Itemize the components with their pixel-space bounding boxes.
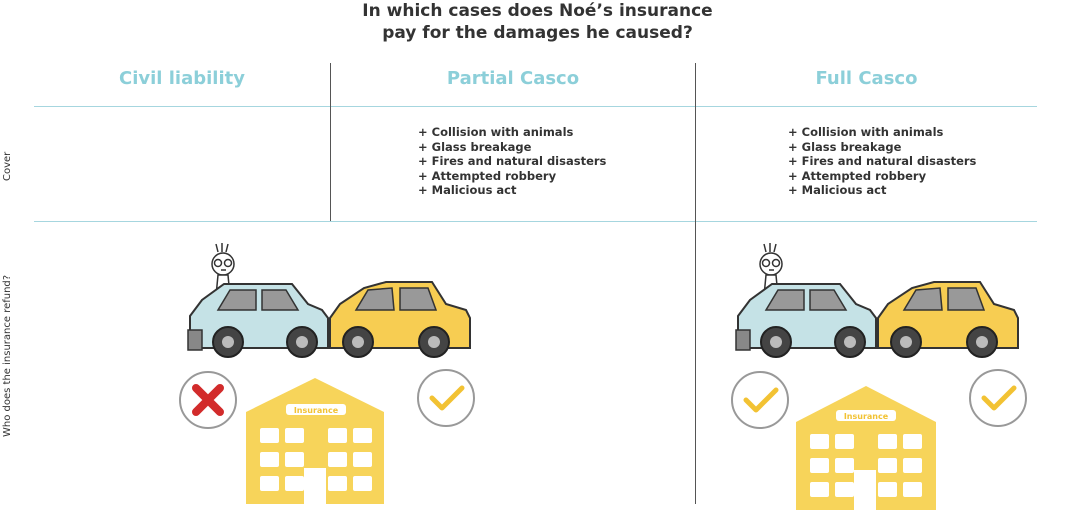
car-icon xyxy=(329,281,471,358)
list-item: + Malicious act xyxy=(418,183,517,198)
check-icon xyxy=(731,371,789,429)
building-icon xyxy=(246,378,384,504)
list-item: + Glass breakage xyxy=(788,139,902,154)
list-item: + Fires and natural disasters xyxy=(788,154,977,169)
cross-icon xyxy=(179,371,237,429)
list-item: + Malicious act xyxy=(788,183,887,198)
list-item: + Glass breakage xyxy=(418,139,532,154)
car-icon xyxy=(187,283,329,358)
check-icon xyxy=(417,369,475,427)
header-partial-casco: Partial Casco xyxy=(446,68,580,89)
check-icon xyxy=(969,369,1027,427)
building-label: Insurance xyxy=(294,406,339,415)
row-label-refund: Who does the insurance refund? xyxy=(2,274,13,437)
row-label-cover: Cover xyxy=(2,151,13,181)
list-item: + Attempted robbery xyxy=(418,168,557,183)
car-icon xyxy=(877,281,1019,358)
car-icon xyxy=(735,283,877,358)
page-title: In which cases does Noé’s insurance pay … xyxy=(0,0,1075,44)
building-label: Insurance xyxy=(844,412,889,421)
header-civil-liability: Civil liability xyxy=(119,68,245,89)
scene-right: Insurance xyxy=(731,243,1027,510)
header-divider xyxy=(34,106,1037,107)
title-line-1: In which cases does Noé’s insurance xyxy=(362,1,713,21)
header-full-casco: Full Casco xyxy=(815,68,918,89)
title-line-2: pay for the damages he caused? xyxy=(382,23,693,43)
column-divider-2 xyxy=(695,63,696,504)
column-divider-1 xyxy=(330,63,331,221)
row-divider xyxy=(34,221,1037,222)
cover-list-full: + Collision with animals + Glass breakag… xyxy=(788,125,976,198)
list-item: + Collision with animals xyxy=(418,125,574,139)
scene-left: Insurance xyxy=(179,243,475,504)
cover-list-partial: + Collision with animals + Glass breakag… xyxy=(418,125,606,198)
list-item: + Fires and natural disasters xyxy=(418,154,607,169)
list-item: + Collision with animals xyxy=(788,125,944,139)
list-item: + Attempted robbery xyxy=(788,168,927,183)
building-icon xyxy=(796,386,936,510)
